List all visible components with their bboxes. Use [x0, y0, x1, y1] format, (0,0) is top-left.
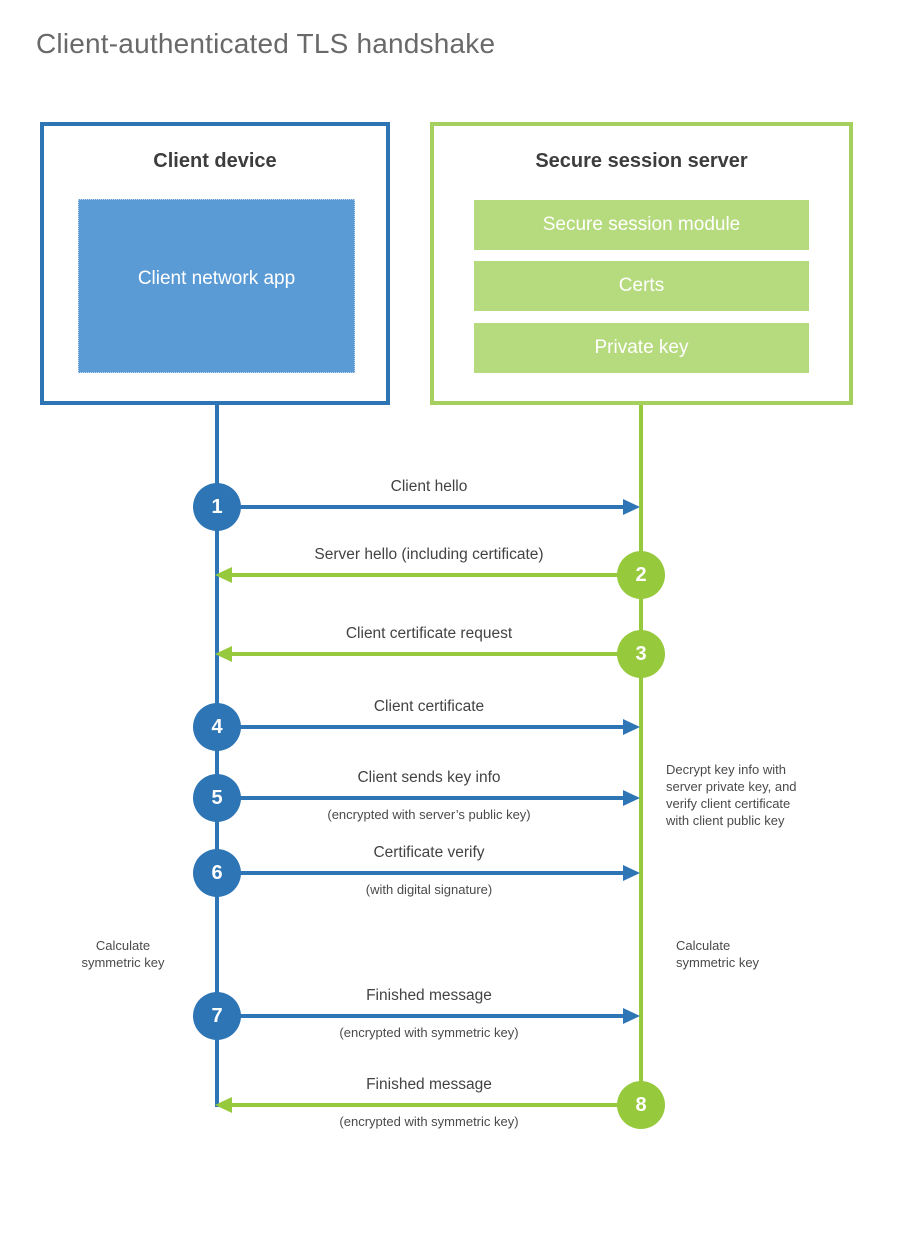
- server-module-private-key: Private key: [474, 323, 809, 373]
- step-4-circle: 4: [193, 703, 241, 751]
- client-lifeline: [215, 405, 219, 1107]
- step-4-label: Client certificate: [373, 698, 485, 715]
- step-7-sublabel: (encrypted with symmetric key): [339, 1025, 519, 1040]
- step-7-circle: 7: [193, 992, 241, 1040]
- step-8-sublabel: (encrypted with symmetric key): [339, 1114, 519, 1129]
- step-3-circle: 3: [617, 630, 665, 678]
- step-5-sublabel: (encrypted with server’s public key): [327, 807, 531, 822]
- step-3-arrow-head: [215, 646, 232, 662]
- step-7-arrow-head: [623, 1008, 640, 1024]
- step-6-arrow-line: [240, 871, 624, 875]
- client-network-app-label: Client network app: [137, 268, 296, 289]
- step-8-arrow-head: [215, 1097, 232, 1113]
- step-3-label: Client certificate request: [345, 625, 513, 642]
- secure-session-server-title: Secure session server: [535, 150, 748, 172]
- step-6-arrow-head: [623, 865, 640, 881]
- step-4-arrow-line: [240, 725, 624, 729]
- step-4-arrow-head: [623, 719, 640, 735]
- step-8-circle: 8: [617, 1081, 665, 1129]
- step-7-arrow-line: [240, 1014, 624, 1018]
- step-6-circle: 6: [193, 849, 241, 897]
- step-1-circle: 1: [193, 483, 241, 531]
- client-device-title: Client device: [153, 150, 277, 172]
- step-6-sublabel: (with digital signature): [365, 882, 493, 897]
- server-module-secure-session: Secure session module: [474, 200, 809, 250]
- server-lifeline: [639, 405, 643, 1106]
- step-2-arrow-head: [215, 567, 232, 583]
- step-2-label: Server hello (including certificate): [314, 546, 544, 563]
- step-3-arrow-line: [232, 652, 618, 656]
- step-5-circle: 5: [193, 774, 241, 822]
- step-8-label: Finished message: [366, 1076, 492, 1093]
- step-5-arrow-line: [240, 796, 624, 800]
- step-1-label: Client hello: [390, 478, 468, 495]
- client-device-box: Client device Client network app: [40, 122, 390, 405]
- step-1-arrow-line: [240, 505, 624, 509]
- step-8-arrow-line: [232, 1103, 618, 1107]
- step-7-label: Finished message: [366, 987, 492, 1004]
- calc-symmetric-key-left-note: Calculate symmetric key: [81, 938, 165, 970]
- step-5-arrow-head: [623, 790, 640, 806]
- step-2-arrow-line: [232, 573, 618, 577]
- decrypt-key-note: Decrypt key info with server private key…: [666, 762, 797, 828]
- calc-symmetric-key-right-note: Calculate symmetric key: [676, 938, 760, 970]
- page-title: Client-authenticated TLS handshake: [36, 28, 496, 59]
- client-network-app-box: Client network app: [78, 199, 355, 373]
- server-module-certs: Certs: [474, 261, 809, 311]
- step-2-circle: 2: [617, 551, 665, 599]
- step-5-label: Client sends key info: [357, 769, 501, 786]
- secure-session-server-box: Secure session server Secure session mod…: [430, 122, 853, 405]
- step-6-label: Certificate verify: [373, 844, 485, 861]
- step-1-arrow-head: [623, 499, 640, 515]
